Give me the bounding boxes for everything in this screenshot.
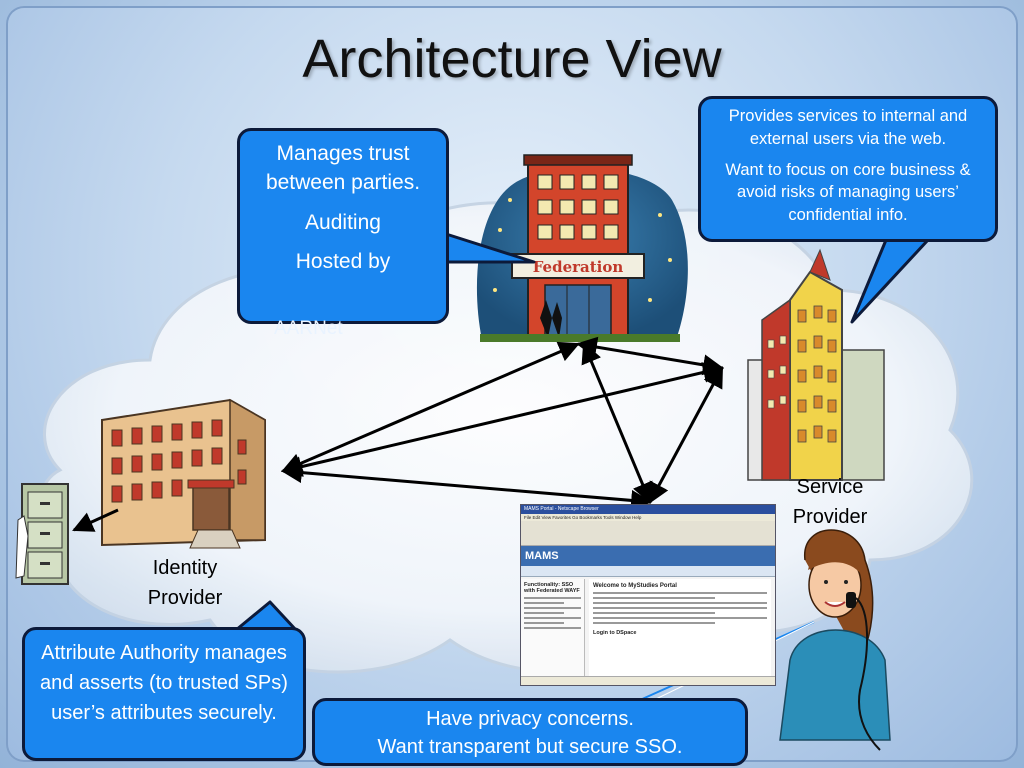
text-line: [524, 607, 581, 609]
service-provider-label: Service Provider: [770, 472, 890, 532]
arrow-idp-to-cabinet: [72, 508, 119, 532]
user-callout: Have privacy concerns. Want transparent …: [312, 698, 748, 766]
identity-provider-label-line1: Identity: [152, 557, 218, 579]
identity-provider-building-illustration: [101, 398, 266, 549]
text-line: [593, 622, 715, 624]
sp-callout-para2: Want to focus on core business & avoid r…: [725, 160, 971, 225]
text-line: [593, 602, 767, 604]
text-line: [524, 602, 564, 604]
connection-arrows: [72, 336, 725, 532]
browser-toolbar: [521, 521, 775, 546]
user-callout-line1: Have privacy concerns.: [426, 708, 634, 730]
federation-callout-line3: Hosted by: [295, 250, 391, 274]
service-provider-label-line1: Service: [796, 476, 864, 498]
identity-provider-label-line2: Provider: [147, 587, 223, 609]
federation-callout-line1: Manages trust between parties.: [265, 142, 421, 195]
text-line: [524, 627, 581, 629]
user-with-headset-illustration: [779, 529, 891, 751]
login-link[interactable]: Login to DSpace: [593, 630, 637, 636]
arrow-federation-to-browser: [581, 342, 653, 504]
portal-nav-row: [521, 566, 775, 577]
service-provider-callout: Provides services to internal and extern…: [698, 96, 998, 242]
portal-content: Welcome to MyStudies Portal Login to DSp…: [589, 579, 771, 677]
sp-callout-para1: Provides services to internal and extern…: [728, 107, 968, 148]
text-line: [593, 592, 767, 594]
browser-title-bar: MAMS Portal - Netscape Browser: [521, 505, 775, 514]
browser-menu-bar: File Edit View Favorites Go Bookmarks To…: [521, 514, 775, 521]
text-line: [524, 612, 564, 614]
arrow-sp-to-browser: [648, 366, 724, 504]
federation-callout-overflow: AARNet: [274, 318, 343, 339]
service-provider-label-line2: Provider: [792, 506, 868, 528]
text-line: [524, 617, 581, 619]
aa-callout-text: Attribute Authority manages and asserts …: [40, 642, 288, 724]
text-line: [593, 607, 767, 609]
federation-callout-line2: Auditing: [305, 210, 381, 234]
text-line: [593, 617, 767, 619]
text-line: [524, 622, 564, 624]
service-provider-buildings-illustration: [747, 248, 885, 481]
identity-provider-label: Identity Provider: [120, 553, 250, 613]
text-line: [593, 597, 715, 599]
federation-callout: Manages trust between parties. Auditing …: [237, 128, 449, 324]
federation-sign: Federation: [533, 258, 624, 276]
content-heading: Welcome to MyStudies Portal: [593, 583, 677, 589]
slide-title: Architecture View: [302, 29, 722, 89]
federation-building-illustration: Federation: [476, 154, 688, 342]
filing-cabinet-illustration: [15, 483, 69, 585]
portal-sidebar: Functionality: SSO with Federated WAYF: [521, 579, 585, 677]
user-callout-line2: Want transparent but secure SSO.: [377, 736, 683, 758]
attribute-authority-callout: Attribute Authority manages and asserts …: [22, 627, 306, 761]
portal-banner: MAMS: [521, 546, 775, 566]
text-line: [524, 597, 581, 599]
text-line: [593, 612, 715, 614]
portal-browser-screenshot: MAMS Portal - Netscape Browser File Edit…: [520, 504, 776, 686]
browser-status-bar: [521, 676, 775, 685]
sidebar-heading: Functionality: SSO with Federated WAYF: [524, 582, 580, 594]
